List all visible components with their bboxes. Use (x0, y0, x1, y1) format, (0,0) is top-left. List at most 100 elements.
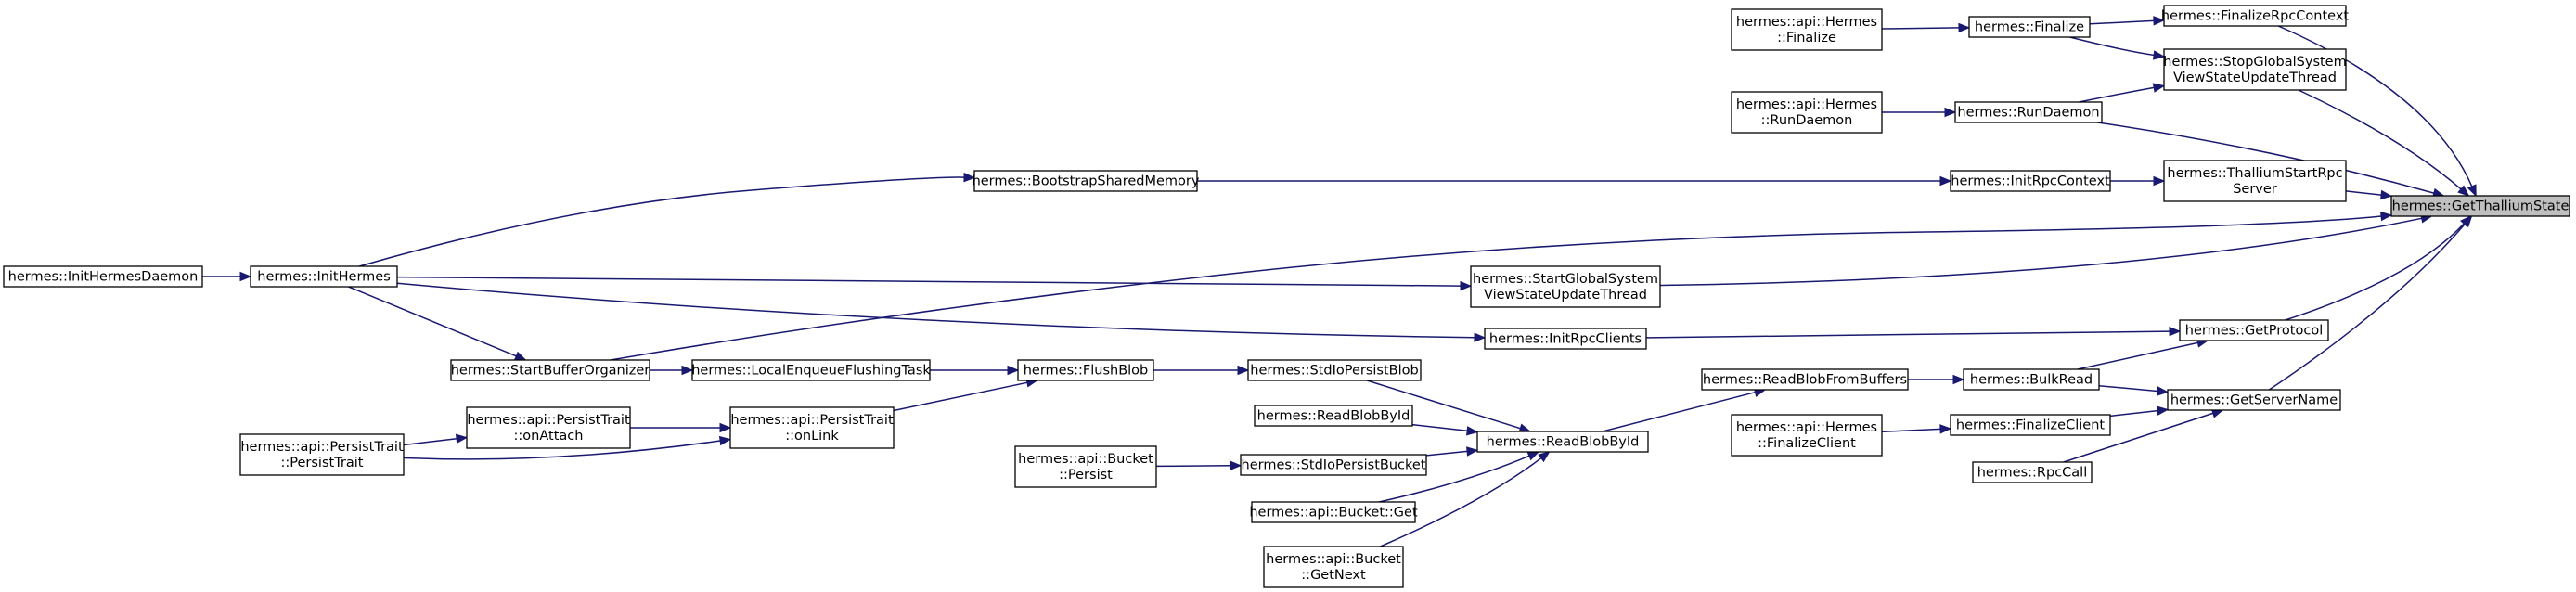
node-bucketGet[interactable]: hermes::api::Bucket::Get (1249, 501, 1418, 523)
arrowhead-icon (1939, 175, 1952, 187)
node-box[interactable] (1470, 265, 1661, 308)
node-startBufferOrg[interactable]: hermes::StartBufferOrganizer (450, 359, 650, 381)
node-bulkRead[interactable]: hermes::BulkRead (1963, 368, 2100, 391)
node-apiFinalize[interactable]: hermes::api::Hermes::Finalize (1731, 8, 1883, 51)
call-edge-line (2069, 36, 2155, 57)
arrowhead-icon (2152, 83, 2166, 93)
arrowhead-icon (1538, 451, 1551, 463)
node-box[interactable] (466, 406, 631, 449)
edge-initHermes-to-startGlobal (396, 276, 1473, 291)
node-box[interactable] (1954, 101, 2103, 123)
node-box[interactable] (450, 359, 650, 381)
node-label: hermes::StdIoPersistBlob (1250, 364, 1418, 379)
call-edge-line (2077, 341, 2198, 370)
node-box[interactable] (1014, 445, 1157, 488)
node-box[interactable] (2179, 319, 2329, 341)
node-bucketPersist[interactable]: hermes::api::Bucket::Persist (1014, 445, 1157, 488)
edge-thalliumStart-to-target (2345, 189, 2393, 200)
node-flushBlob[interactable]: hermes::FlushBlob (1017, 359, 1154, 381)
node-box[interactable] (1484, 328, 1647, 350)
node-stopGlobal[interactable]: hermes::StopGlobalSystemViewStateUpdateT… (2163, 48, 2347, 91)
node-box[interactable] (1017, 359, 1154, 381)
node-stdioPersistBucket[interactable]: hermes::StdIoPersistBucket (1240, 454, 1427, 476)
node-box[interactable] (1950, 170, 2111, 192)
node-box[interactable] (1731, 414, 1883, 457)
call-edge-line (1155, 465, 1231, 468)
node-rpcCall[interactable]: hermes::RpcCall (1972, 461, 2093, 483)
call-edge-line (1380, 457, 1542, 547)
node-label: hermes::StopGlobalSystem (2163, 55, 2346, 70)
node-box[interactable] (1263, 546, 1404, 588)
edge-persistTrait-to-onAttach (403, 433, 469, 446)
node-localEnqueue[interactable]: hermes::LocalEnqueueFlushingTask (691, 359, 931, 381)
node-apiRunDaemon[interactable]: hermes::api::Hermes::RunDaemon (1731, 91, 1883, 134)
node-initDaemon[interactable]: hermes::InitHermesDaemon (3, 265, 203, 288)
node-box[interactable] (2163, 5, 2347, 27)
edge-initHermes-to-bootstrap (358, 172, 976, 267)
arrowhead-icon (2467, 184, 2477, 198)
node-box[interactable] (1950, 414, 2111, 436)
node-initRpcClients[interactable]: hermes::InitRpcClients (1484, 328, 1647, 350)
edge-stopGlobal-to-target (2298, 89, 2470, 197)
node-initHermes[interactable]: hermes::InitHermes (250, 265, 398, 288)
node-box[interactable] (1731, 8, 1883, 51)
call-edge-line (893, 381, 1028, 412)
node-box[interactable] (2167, 389, 2341, 411)
node-box[interactable] (1701, 368, 1909, 391)
node-onAttach[interactable]: hermes::api::PersistTrait::onAttach (466, 406, 631, 449)
node-box[interactable] (1247, 359, 1422, 381)
node-box[interactable] (973, 170, 1198, 192)
node-box[interactable] (1963, 368, 2100, 391)
node-startGlobal[interactable]: hermes::StartGlobalSystemViewStateUpdate… (1470, 265, 1661, 308)
node-box[interactable] (2163, 160, 2347, 202)
node-box[interactable] (1251, 501, 1416, 523)
node-bootstrap[interactable]: hermes::BootstrapSharedMemory (972, 170, 1200, 192)
node-box[interactable] (1731, 91, 1883, 134)
node-box[interactable] (729, 406, 895, 449)
node-readBlobByIdPlain[interactable]: hermes::ReadBlobById (1254, 405, 1413, 427)
node-box[interactable] (1476, 431, 1649, 453)
node-target[interactable]: hermes::GetThalliumState (2390, 195, 2570, 217)
arrowhead-icon (2153, 16, 2166, 26)
node-finalize[interactable]: hermes::Finalize (1968, 16, 2091, 38)
node-box[interactable] (3, 265, 203, 288)
arrowhead-icon (1474, 332, 1487, 342)
call-edge-line (1881, 27, 1960, 30)
node-box[interactable] (2163, 48, 2347, 91)
node-label: ::FinalizeClient (1758, 436, 1856, 451)
node-stdioPersistBlob[interactable]: hermes::StdIoPersistBlob (1247, 359, 1422, 381)
node-box[interactable] (1254, 405, 1413, 427)
arrowhead-icon (1939, 424, 1952, 434)
node-finalizeClient[interactable]: hermes::FinalizeClient (1950, 414, 2111, 436)
node-label: hermes::api::PersistTrait (240, 440, 404, 455)
arrowhead-icon (1460, 280, 1473, 291)
node-getServerName[interactable]: hermes::GetServerName (2167, 389, 2341, 411)
node-apiFinalizeClient[interactable]: hermes::api::Hermes::FinalizeClient (1731, 414, 1883, 457)
arrowhead-icon (2380, 211, 2393, 222)
node-box[interactable] (1240, 454, 1427, 476)
node-label: hermes::GetServerName (2170, 393, 2338, 408)
call-edge-line (2089, 19, 2155, 25)
node-readBlobFromBuffers[interactable]: hermes::ReadBlobFromBuffers (1701, 368, 1909, 391)
node-initRpcContext[interactable]: hermes::InitRpcContext (1950, 170, 2111, 192)
node-onLink[interactable]: hermes::api::PersistTrait::onLink (729, 406, 895, 449)
call-edge-line (1645, 330, 2170, 339)
arrowhead-icon (2157, 405, 2170, 416)
node-box[interactable] (1972, 461, 2093, 483)
edge-getServerName-to-target (2268, 215, 2473, 391)
call-edge-line (1379, 455, 1530, 503)
node-readBlobById[interactable]: hermes::ReadBlobById (1476, 431, 1649, 453)
node-box[interactable] (2390, 195, 2570, 217)
node-finalizeRpcContext[interactable]: hermes::FinalizeRpcContext (2161, 5, 2350, 27)
node-box[interactable] (250, 265, 398, 288)
node-box[interactable] (1968, 16, 2091, 38)
node-getProtocol[interactable]: hermes::GetProtocol (2179, 319, 2329, 341)
node-bucketGetNext[interactable]: hermes::api::Bucket::GetNext (1263, 546, 1404, 588)
node-persistTrait[interactable]: hermes::api::PersistTrait::PersistTrait (239, 433, 405, 476)
node-runDaemon[interactable]: hermes::RunDaemon (1954, 101, 2103, 123)
arrowhead-icon (1952, 374, 1965, 385)
node-box[interactable] (239, 433, 405, 476)
arrowhead-icon (719, 422, 732, 433)
node-box[interactable] (691, 359, 931, 381)
